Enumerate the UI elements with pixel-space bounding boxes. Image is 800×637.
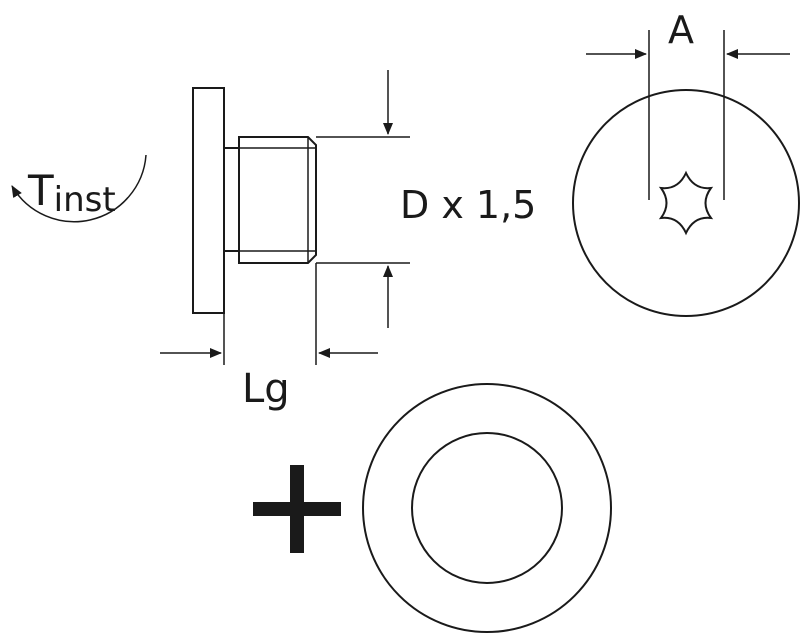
drive-dimension-label: A	[668, 8, 694, 52]
torx-star-icon	[658, 170, 714, 236]
plug-side-view	[192, 87, 317, 314]
thread-dimension-label: D x 1,5	[400, 183, 536, 227]
plug-thread-body	[238, 136, 317, 264]
washer-icon	[362, 383, 612, 633]
washer-outer-circle	[362, 383, 612, 633]
washer-inner-circle	[411, 432, 563, 584]
torque-symbol: Tinst	[11, 154, 147, 223]
plug-neck	[223, 147, 240, 252]
torque-subscript: inst	[54, 180, 116, 220]
plug-head-circle	[572, 89, 800, 317]
torque-main: T	[27, 166, 54, 215]
plus-icon	[253, 465, 341, 553]
length-dimension-label: Lg	[242, 366, 290, 412]
thread-diameter-dimension: D x 1,5	[316, 70, 536, 328]
length-dimension: Lg	[160, 251, 378, 412]
torque-label: Tinst	[27, 166, 116, 220]
plug-front-view: A	[572, 8, 800, 317]
plug-head-flange	[192, 87, 225, 314]
rotation-arrow-icon	[11, 154, 147, 223]
